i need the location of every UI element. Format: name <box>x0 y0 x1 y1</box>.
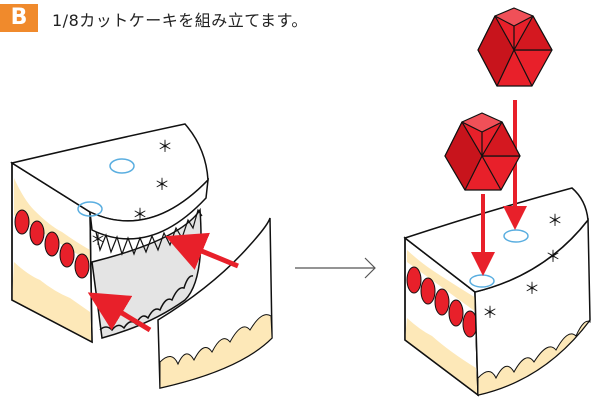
svg-text:＊: ＊ <box>545 247 561 266</box>
right-cake-assembled: ＊ ＊ ＊ ＊ <box>403 7 591 397</box>
candle-ring-2 <box>77 201 103 217</box>
cake-side-bottom-cream <box>12 262 92 342</box>
svg-text:＊: ＊ <box>482 303 498 322</box>
candle-ring-3 <box>503 229 529 243</box>
insert-arrow-lower <box>87 292 152 333</box>
cake-top-face-assembled <box>403 187 589 293</box>
cake-side-cream-assembled <box>407 250 476 312</box>
svg-text:＊: ＊ <box>132 205 148 224</box>
left-cake-unassembled: ＊ ＊ ＊ ＊ <box>10 123 273 389</box>
svg-text:＊: ＊ <box>90 230 106 249</box>
step-title: 1/8カットケーキを組み立てます。 <box>52 11 308 30</box>
curved-wall-cream <box>477 318 591 396</box>
topping-asterisks-right: ＊ ＊ ＊ ＊ <box>482 211 563 322</box>
topping-asterisks-left: ＊ ＊ ＊ ＊ <box>90 137 173 249</box>
svg-text:＊: ＊ <box>524 279 540 298</box>
strawberry-piece-upper <box>477 7 553 87</box>
strawberry-row-left <box>14 209 90 279</box>
right-arrow-icon <box>295 257 376 279</box>
svg-text:＊: ＊ <box>157 137 173 156</box>
svg-text:＊: ＊ <box>547 211 563 230</box>
cake-side-cream <box>14 178 90 262</box>
detached-wall-cream <box>159 314 273 389</box>
svg-text:＊: ＊ <box>154 175 170 194</box>
strawberry-row-right <box>406 266 478 338</box>
candle-ring-1 <box>109 158 135 174</box>
strawberry-piece-lower <box>444 112 521 191</box>
cake-side-bottom-cream-assembled <box>405 318 478 395</box>
insert-arrow-upper <box>165 232 239 270</box>
top-scallop-band <box>89 177 209 240</box>
top-scallop-teeth <box>95 208 203 256</box>
step-badge: B <box>0 4 38 32</box>
